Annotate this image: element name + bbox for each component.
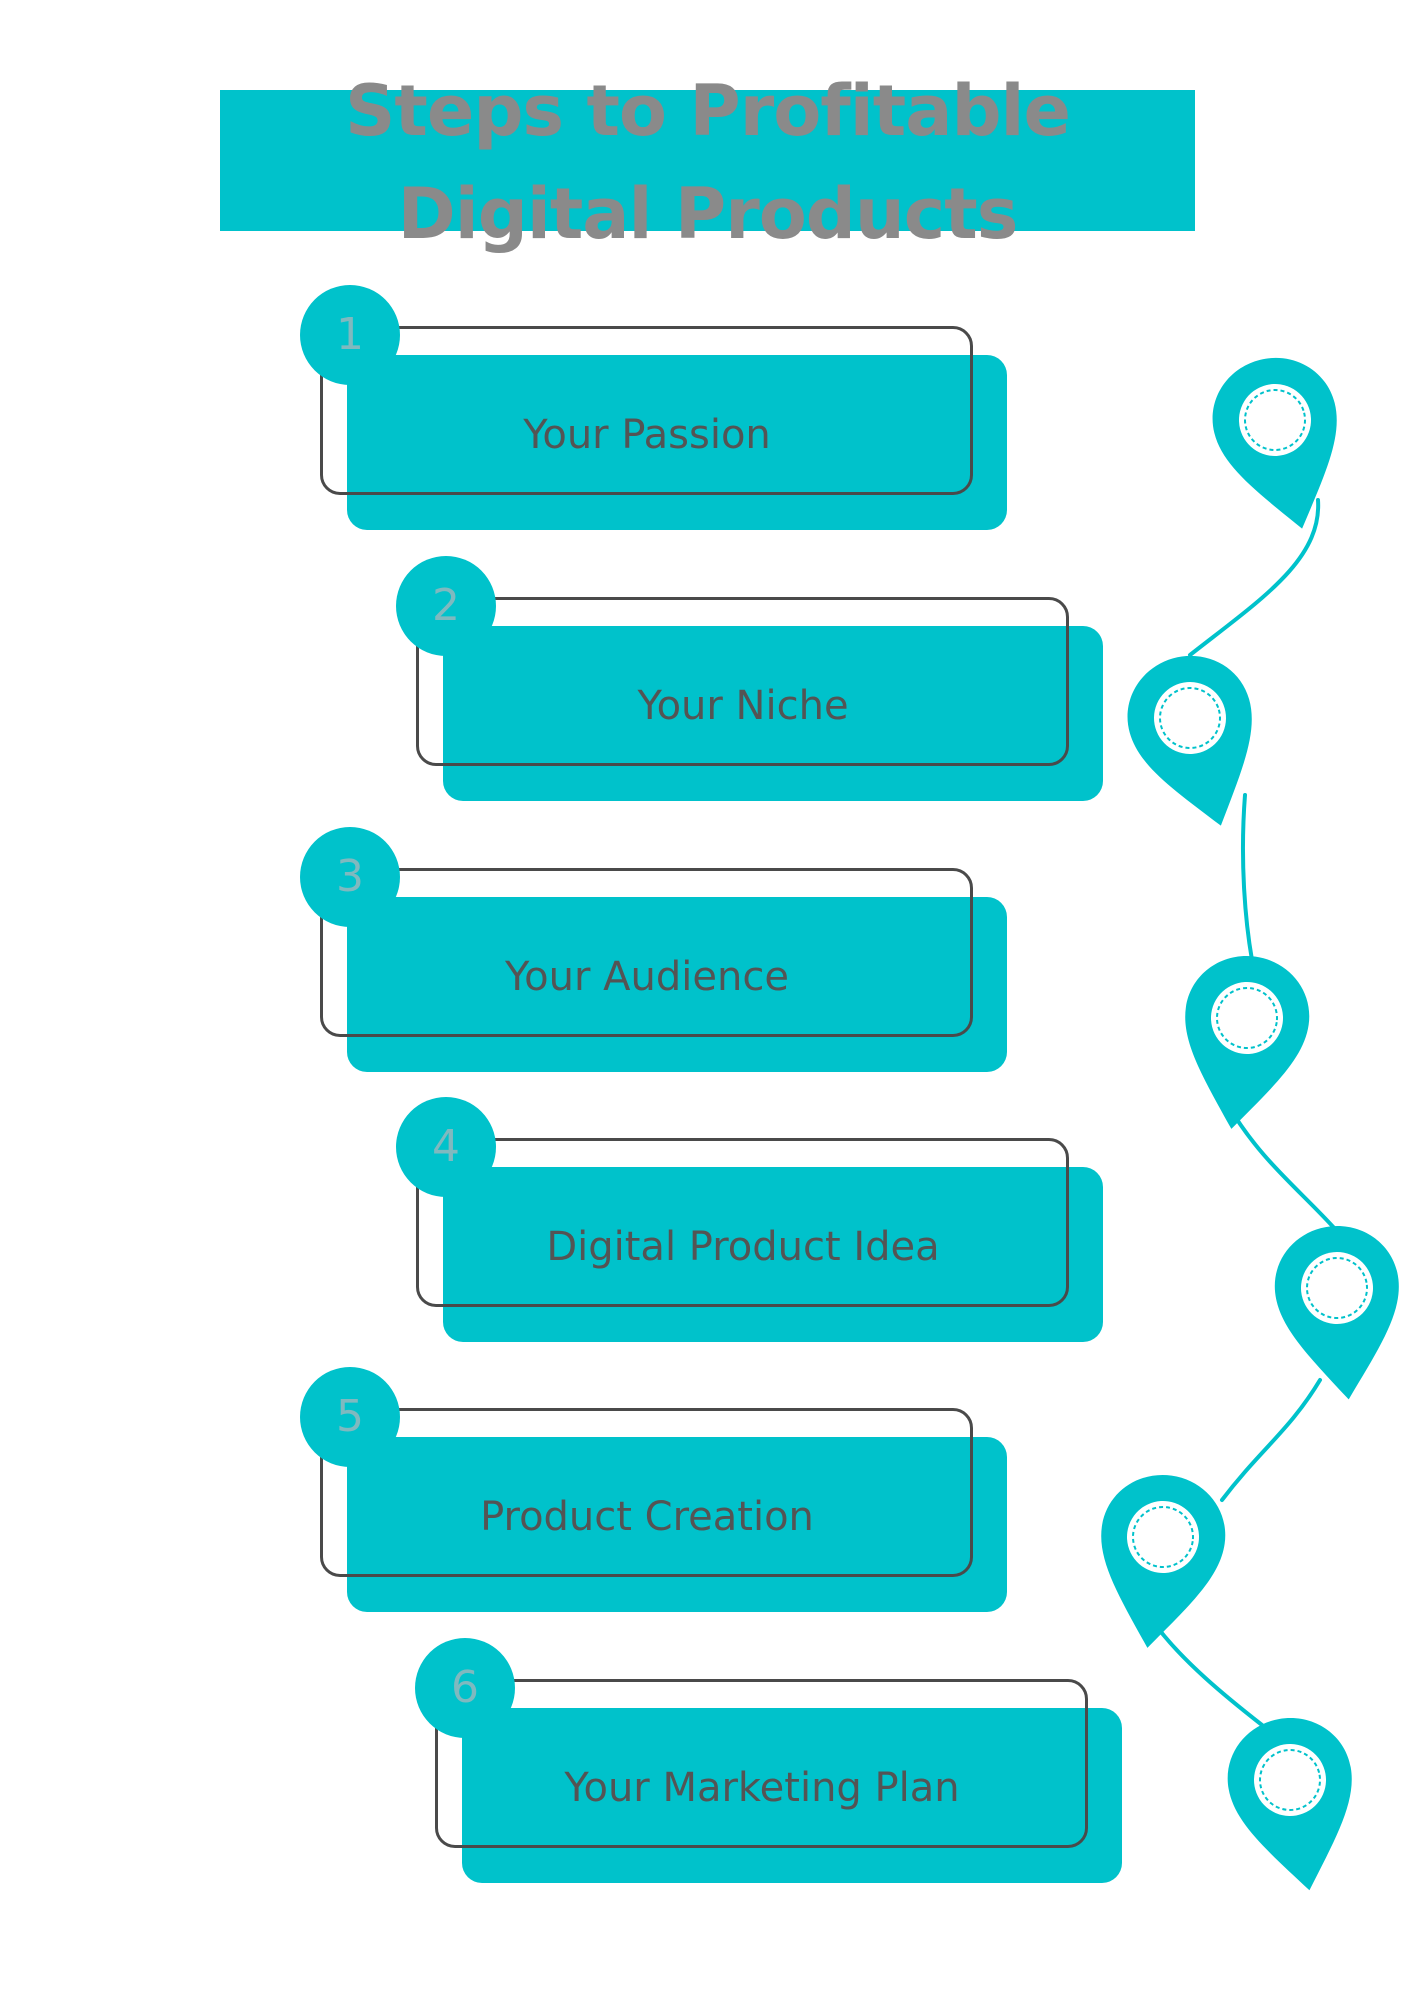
map-pin-icon: [1113, 641, 1281, 843]
step-label: Your Marketing Plan: [564, 1765, 960, 1811]
step-label: Digital Product Idea: [546, 1224, 940, 1270]
step-card-outline: [320, 1408, 973, 1577]
map-pin-icon: [1170, 947, 1318, 1138]
step-card: [347, 355, 1007, 530]
step-card: [443, 1167, 1103, 1342]
step-card: [443, 626, 1103, 801]
step-3: 3 Your Audience: [300, 827, 1007, 1072]
step-number-badge: 6: [415, 1638, 515, 1738]
title-band: [220, 90, 1195, 231]
step-6: 6 Your Marketing Plan: [415, 1638, 1122, 1883]
step-number-badge: 3: [300, 827, 400, 927]
step-card-outline: [320, 868, 973, 1037]
step-number-badge: 1: [300, 285, 400, 385]
step-card-outline: [416, 1138, 1069, 1307]
step-card-outline: [320, 326, 973, 495]
step-1: 1 Your Passion: [300, 285, 1007, 530]
step-2: 2 Your Niche: [396, 556, 1103, 801]
step-label: Your Audience: [505, 954, 789, 1000]
step-4: 4 Digital Product Idea: [396, 1097, 1103, 1342]
map-pin-icon: [1268, 1219, 1411, 1406]
step-card-outline: [435, 1679, 1088, 1848]
route-line: [1150, 498, 1338, 1727]
step-card: [347, 897, 1007, 1072]
map-pin-icon: [1218, 1708, 1371, 1902]
step-label: Your Passion: [523, 412, 771, 458]
step-number-badge: 4: [396, 1097, 496, 1197]
step-5: 5 Product Creation: [300, 1367, 1007, 1612]
page-title-line-2: Digital Products: [397, 173, 1019, 255]
step-card: [347, 1437, 1007, 1612]
page-title: Steps to Profitable Digital Products: [220, 60, 1195, 266]
step-number-badge: 5: [300, 1367, 400, 1467]
map-pin-icon: [1086, 1466, 1234, 1657]
step-label: Your Niche: [637, 683, 849, 729]
step-card: [462, 1708, 1122, 1883]
step-number-badge: 2: [396, 556, 496, 656]
step-card-outline: [416, 597, 1069, 766]
step-label: Product Creation: [480, 1494, 814, 1540]
page-title-line-1: Steps to Profitable: [344, 70, 1071, 152]
map-pin-icon: [1199, 344, 1363, 544]
